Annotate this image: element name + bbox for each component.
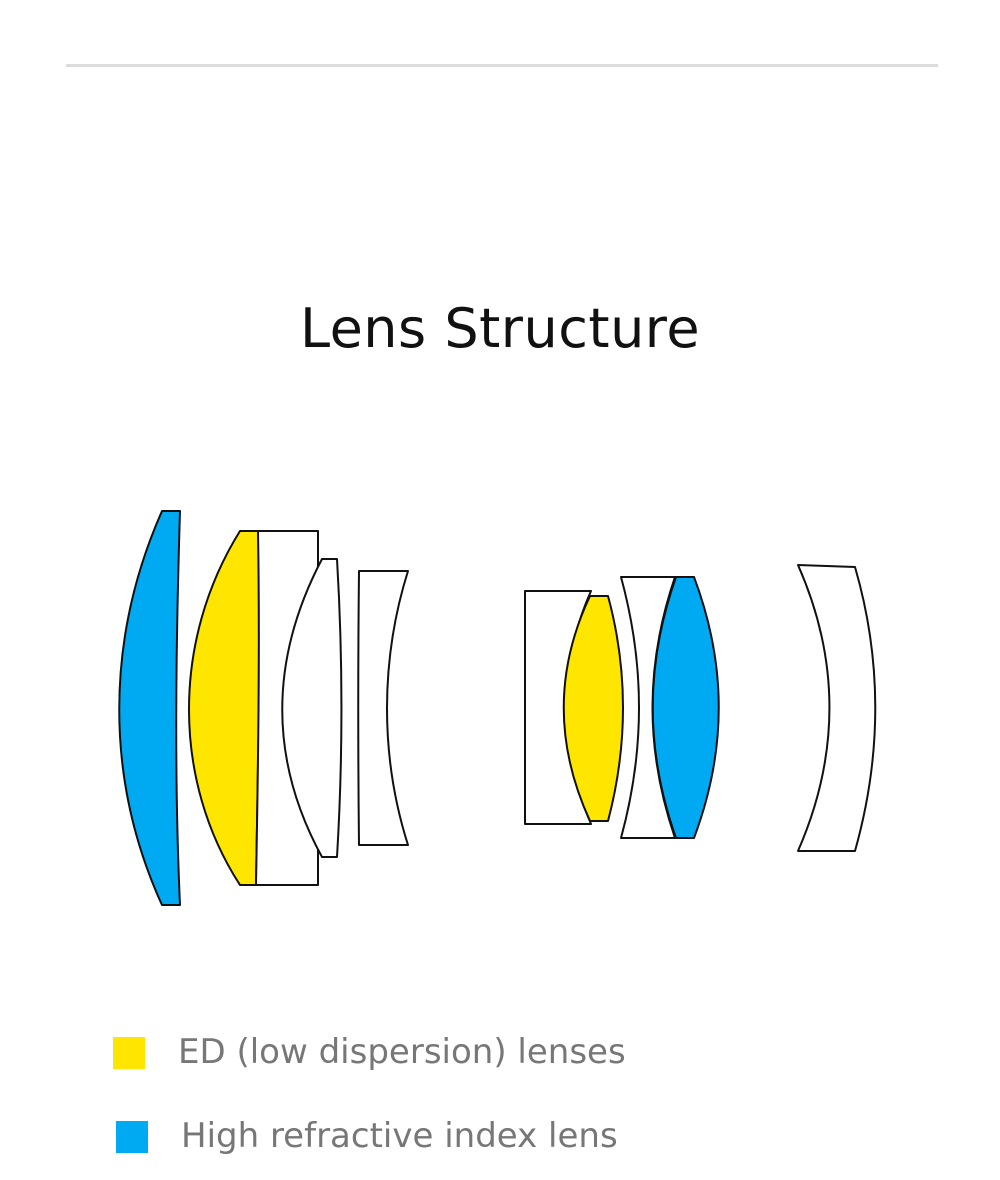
lens-element-9-high-index bbox=[651, 576, 720, 839]
lens-element-7-ed bbox=[562, 595, 624, 822]
top-divider bbox=[66, 64, 938, 67]
legend-label-ed: ED (low dispersion) lenses bbox=[178, 1032, 626, 1072]
page-title: Lens Structure bbox=[299, 297, 701, 360]
legend-label-high-index: High refractive index lens bbox=[181, 1116, 618, 1156]
lens-element-4-plain bbox=[281, 558, 343, 858]
legend-swatch-high-index bbox=[116, 1121, 148, 1153]
lens-element-2-ed bbox=[188, 530, 263, 886]
legend-item-ed: ED (low dispersion) lenses bbox=[0, 1030, 700, 1080]
lens-element-1-high-index bbox=[118, 510, 181, 906]
lens-element-5-plain bbox=[357, 570, 409, 846]
legend-swatch-ed bbox=[113, 1037, 145, 1069]
legend-item-high-index: High refractive index lens bbox=[0, 1114, 700, 1164]
lens-element-10-plain bbox=[797, 564, 877, 852]
